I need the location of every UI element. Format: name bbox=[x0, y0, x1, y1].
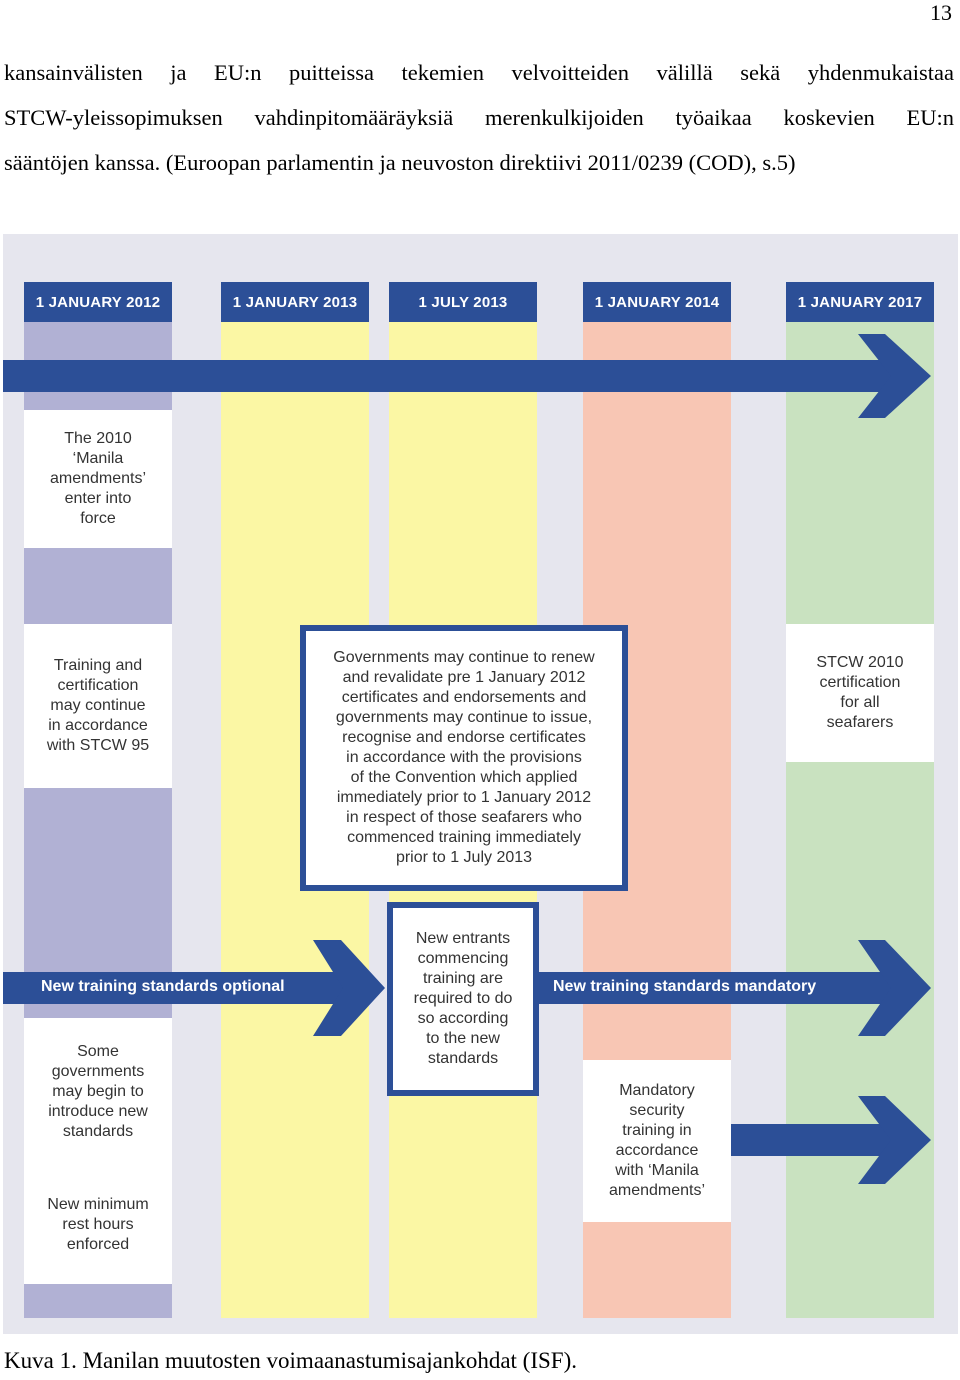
box-line: in accordance with the provisions bbox=[346, 749, 582, 766]
box-line: amendments’ bbox=[49, 470, 147, 487]
box-line: training in bbox=[622, 1122, 692, 1139]
box-line: Some bbox=[77, 1043, 119, 1060]
box-line: may continue bbox=[50, 697, 146, 714]
box-line: standards bbox=[62, 1123, 134, 1140]
box-some-governments: Some governments may begin to introduce … bbox=[24, 1018, 172, 1166]
stcw-timeline-figure: 1 JANUARY 2012 1 JANUARY 2013 1 JULY 201… bbox=[3, 234, 958, 1334]
intro-line-3: sääntöjen kanssa. (Euroopan parlamentin … bbox=[4, 150, 796, 175]
box-stcw2010-certification: STCW 2010 certification for all seafarer… bbox=[786, 624, 934, 762]
top-timeline-arrow-shaft bbox=[3, 360, 891, 392]
box-line: ‘Manila bbox=[72, 450, 124, 467]
optional-band-arrow-shaft bbox=[3, 972, 343, 1004]
box-line: recognise and endorse certificates bbox=[342, 729, 586, 746]
box-line: security bbox=[629, 1102, 685, 1119]
date-header-jan-2013: 1 JANUARY 2013 bbox=[221, 282, 369, 322]
box-new-entrants: New entrants commencing training are req… bbox=[387, 902, 539, 1096]
box-governments-renew: Governments may continue to renew and re… bbox=[300, 625, 628, 891]
date-header-jan-2017: 1 JANUARY 2017 bbox=[786, 282, 934, 322]
box-manila-enter-force: The 2010 ‘Manila amendments’ enter into … bbox=[24, 410, 172, 548]
band-label-mandatory: New training standards mandatory bbox=[553, 978, 817, 995]
figure-caption: Kuva 1. Manilan muutosten voimaanastumis… bbox=[4, 1348, 577, 1373]
mandatory-band-arrow-shaft bbox=[537, 972, 891, 1004]
box-line: and revalidate pre 1 January 2012 bbox=[342, 669, 586, 686]
top-timeline-arrow-head bbox=[858, 334, 931, 418]
box-line: accordance bbox=[615, 1142, 699, 1159]
box-line: certificates and endorsements and bbox=[341, 689, 587, 706]
box-line: The 2010 bbox=[64, 430, 132, 447]
box-line: to the new bbox=[426, 1030, 500, 1047]
box-line: New minimum bbox=[47, 1196, 149, 1213]
box-line: enter into bbox=[64, 490, 132, 507]
box-line: New entrants bbox=[415, 930, 511, 947]
intro-line-1: kansainvälisten ja EU:n puitteissa tekem… bbox=[4, 60, 954, 85]
box-line: Training and bbox=[53, 657, 143, 674]
date-header-jan-2014: 1 JANUARY 2014 bbox=[583, 282, 731, 322]
box-line: Mandatory bbox=[619, 1082, 695, 1099]
box-line: training are bbox=[422, 970, 504, 987]
box-rest-hours: New minimum rest hours enforced bbox=[24, 1166, 172, 1284]
box-line: STCW 2010 bbox=[816, 654, 904, 671]
security-arrow-shaft bbox=[731, 1124, 891, 1156]
page-number: 13 bbox=[930, 0, 952, 25]
box-line: required to do bbox=[413, 990, 513, 1007]
box-line: seafarers bbox=[826, 714, 894, 731]
box-line: certification bbox=[57, 677, 139, 694]
box-line: introduce new bbox=[48, 1103, 148, 1120]
box-training-stcw95: Training and certification may continue … bbox=[24, 624, 172, 788]
box-line: commenced training immediately bbox=[347, 829, 581, 846]
mandatory-band-arrow-head bbox=[858, 940, 931, 1036]
timeline-arrows bbox=[3, 334, 931, 1184]
box-line: enforced bbox=[66, 1236, 130, 1253]
band-label-optional: New training standards optional bbox=[41, 978, 285, 995]
intro-line-2: STCW-yleissopimuksen vahdinpitomääräyksi… bbox=[4, 105, 954, 130]
box-line: certification bbox=[819, 674, 901, 691]
box-line: amendments’ bbox=[608, 1182, 706, 1199]
date-header-jul-2013: 1 JULY 2013 bbox=[389, 282, 537, 322]
box-line: immediately prior to 1 January 2012 bbox=[336, 789, 592, 806]
box-line: with ‘Manila bbox=[615, 1162, 699, 1179]
box-line: for all bbox=[840, 694, 880, 711]
box-mandatory-security: Mandatory security training in accordanc… bbox=[583, 1060, 731, 1222]
intro-paragraph: kansainvälisten ja EU:n puitteissa tekem… bbox=[4, 50, 954, 185]
optional-band-arrow-head bbox=[313, 940, 385, 1036]
box-line: rest hours bbox=[62, 1216, 134, 1233]
box-line: of the Convention which applied bbox=[350, 769, 578, 786]
box-line: force bbox=[80, 510, 116, 527]
box-line: governments may continue to issue, bbox=[335, 709, 593, 726]
box-line: standards bbox=[427, 1050, 499, 1067]
box-line: Governments may continue to renew bbox=[333, 649, 595, 666]
box-line: may begin to bbox=[52, 1083, 144, 1100]
date-header-jan-2012: 1 JANUARY 2012 bbox=[24, 282, 172, 322]
box-line: governments bbox=[51, 1063, 145, 1080]
box-line: prior to 1 July 2013 bbox=[395, 849, 533, 866]
box-line: with STCW 95 bbox=[46, 737, 150, 754]
box-line: in respect of those seafarers who bbox=[346, 809, 582, 826]
box-line: in accordance bbox=[48, 717, 148, 734]
security-arrow-head bbox=[858, 1096, 931, 1184]
box-line: commencing bbox=[417, 950, 509, 967]
box-line: so according bbox=[417, 1010, 509, 1027]
